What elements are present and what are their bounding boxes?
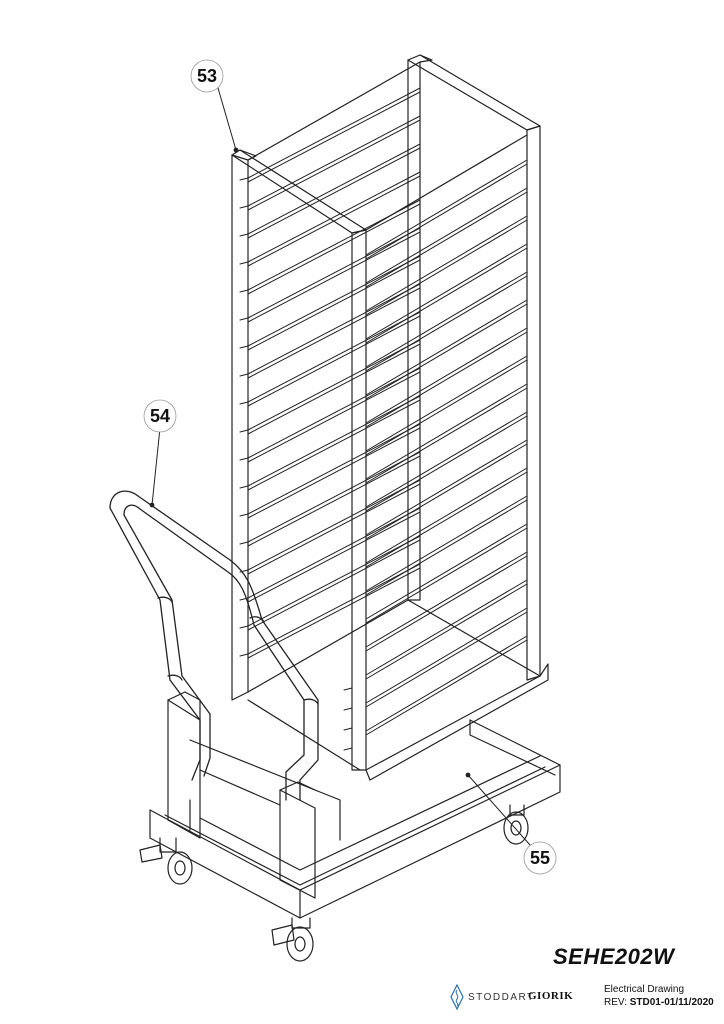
- stoddart-logo: STODDART: [450, 982, 535, 1012]
- callout-55: 55: [523, 841, 557, 875]
- callout-54: 54: [143, 399, 177, 433]
- leader-dot-54: [149, 502, 155, 508]
- callout-53: 53: [190, 59, 224, 93]
- revision-label: REV:: [604, 997, 627, 1008]
- leader-55: [467, 774, 531, 846]
- callout-53-label: 53: [197, 66, 217, 86]
- callout-55-label: 55: [530, 848, 550, 868]
- rack-shelf-guides: [239, 87, 528, 751]
- leader-dot-53: [233, 147, 239, 153]
- drawing-type: Electrical Drawing: [604, 984, 685, 995]
- leader-dot-55: [465, 772, 471, 778]
- callout-54-label: 54: [150, 406, 170, 426]
- giorik-logo: GIORIK: [528, 990, 574, 1002]
- title-block-text: Electrical Drawing REV: STD01-01/11/2020: [604, 983, 714, 1009]
- revision-value: STD01-01/11/2020: [629, 997, 714, 1008]
- revision: REV: STD01-01/11/2020: [604, 996, 714, 1009]
- trolley-handle: [109, 490, 319, 801]
- leader-53: [217, 87, 237, 151]
- rack-base: [247, 599, 549, 781]
- model-number: SEHE202W: [553, 944, 675, 969]
- stoddart-mark-icon: [450, 984, 464, 1010]
- transport-trolley: [149, 691, 561, 919]
- castor-front-right: [271, 917, 314, 962]
- castor-back-right: [503, 804, 529, 845]
- stoddart-name: STODDART: [468, 991, 535, 1003]
- leader-lines: [151, 87, 531, 846]
- castor-front-left: [139, 837, 193, 885]
- leader-54: [151, 427, 161, 506]
